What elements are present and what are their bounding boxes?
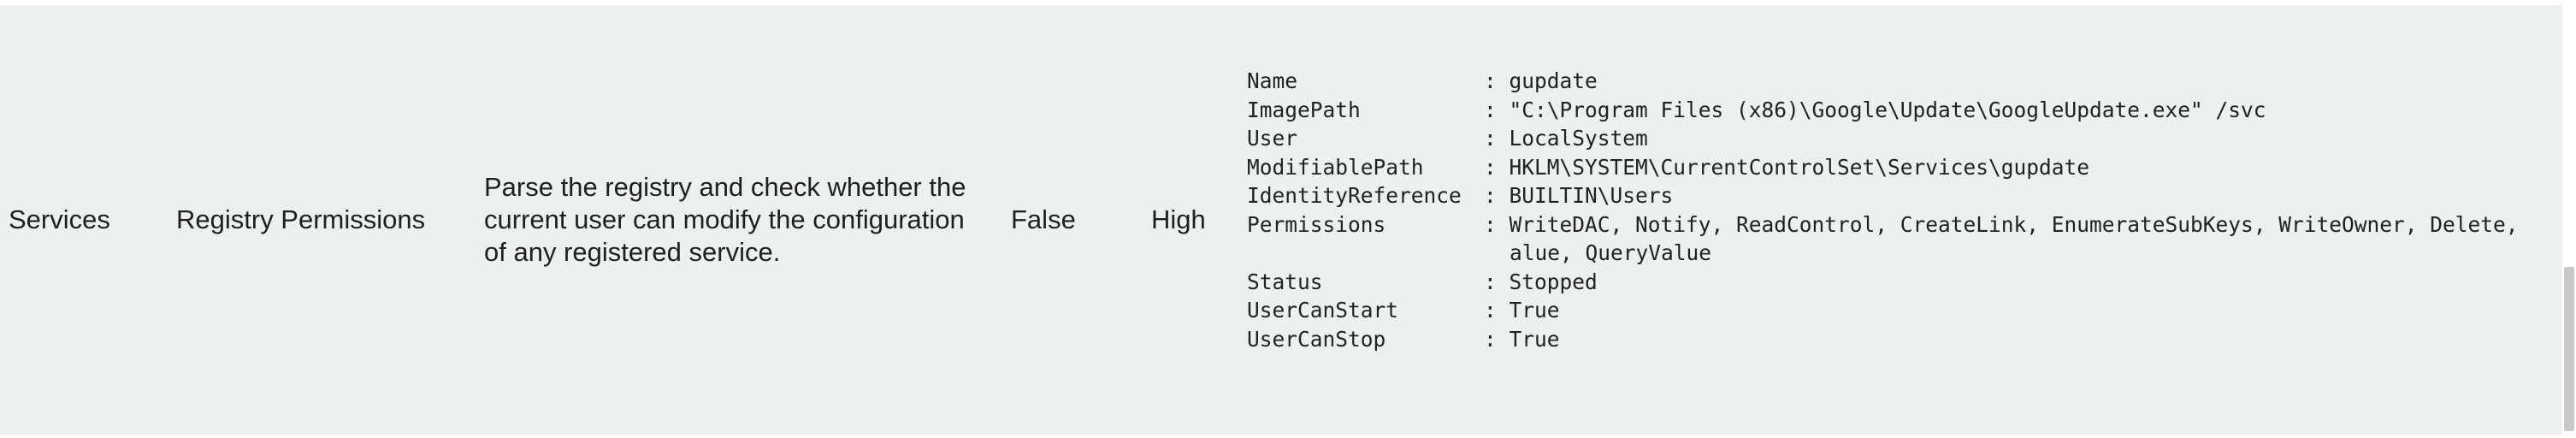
detail-key: User — [1247, 126, 1298, 151]
detail-key: Permissions — [1247, 211, 1386, 237]
detail-value-continuation: alue, QueryValue — [1510, 240, 1712, 265]
detail-separator: : — [1484, 154, 1497, 180]
detail-value: WriteDAC, Notify, ReadControl, CreateLin… — [1509, 211, 2519, 237]
detail-key: ModifiablePath — [1247, 154, 1424, 180]
detail-separator: : — [1484, 211, 1497, 237]
detail-value: HKLM\SYSTEM\CurrentControlSet\Services\g… — [1509, 154, 2090, 180]
detail-key: ImagePath — [1247, 97, 1361, 122]
detail-key: Status — [1247, 269, 1323, 294]
detail-line: UserCanStop: True — [1247, 325, 2519, 354]
vertical-scrollbar[interactable] — [2562, 0, 2576, 438]
detail-line: ImagePath: "C:\Program Files (x86)\Googl… — [1247, 96, 2519, 125]
detail-separator: : — [1484, 298, 1497, 323]
detail-separator: : — [1484, 326, 1497, 352]
detail-value: BUILTIN\Users — [1509, 183, 1674, 208]
severity-text: High — [1151, 204, 1206, 234]
detail-value: LocalSystem — [1509, 126, 1648, 151]
description-text: Parse the registry and check whether the… — [484, 172, 966, 267]
detail-line: Permissions: WriteDAC, Notify, ReadContr… — [1247, 210, 2519, 240]
category-cell: Services — [9, 5, 171, 435]
detail-separator: : — [1484, 68, 1497, 93]
detail-line: IdentityReference: BUILTIN\Users — [1247, 181, 2519, 210]
detail-value: gupdate — [1509, 68, 1598, 93]
table-row: Services Registry Permissions Parse the … — [0, 5, 2562, 435]
detail-line: Status: Stopped — [1247, 268, 2519, 297]
detail-key: Name — [1247, 68, 1298, 93]
detail-value: "C:\Program Files (x86)\Google\Update\Go… — [1509, 97, 2266, 122]
scrollbar-thumb[interactable] — [2564, 267, 2574, 431]
description-cell: Parse the registry and check whether the… — [484, 5, 989, 435]
detail-separator: : — [1484, 183, 1497, 208]
check-name-cell: Registry Permissions — [176, 5, 476, 435]
detail-separator: : — [1484, 269, 1497, 294]
category-text: Services — [9, 204, 110, 234]
detail-value: Stopped — [1509, 269, 1598, 294]
detail-value: True — [1509, 298, 1560, 323]
severity-cell: High — [1151, 5, 1237, 435]
result-text: False — [1011, 204, 1076, 234]
detail-value: True — [1509, 326, 1560, 352]
detail-separator: : — [1484, 126, 1497, 151]
detail-key: IdentityReference — [1247, 183, 1462, 208]
detail-separator: : — [1484, 97, 1497, 122]
detail-key: UserCanStart — [1247, 298, 1399, 323]
detail-line: Name: gupdate — [1247, 67, 2519, 96]
result-cell: False — [1011, 5, 1131, 435]
detail-line: User: LocalSystem — [1247, 124, 2519, 153]
detail-key: UserCanStop — [1247, 326, 1386, 352]
detail-line: UserCanStart: True — [1247, 296, 2519, 325]
detail-line: ModifiablePath: HKLM\SYSTEM\CurrentContr… — [1247, 153, 2519, 182]
check-name-text: Registry Permissions — [176, 204, 426, 234]
